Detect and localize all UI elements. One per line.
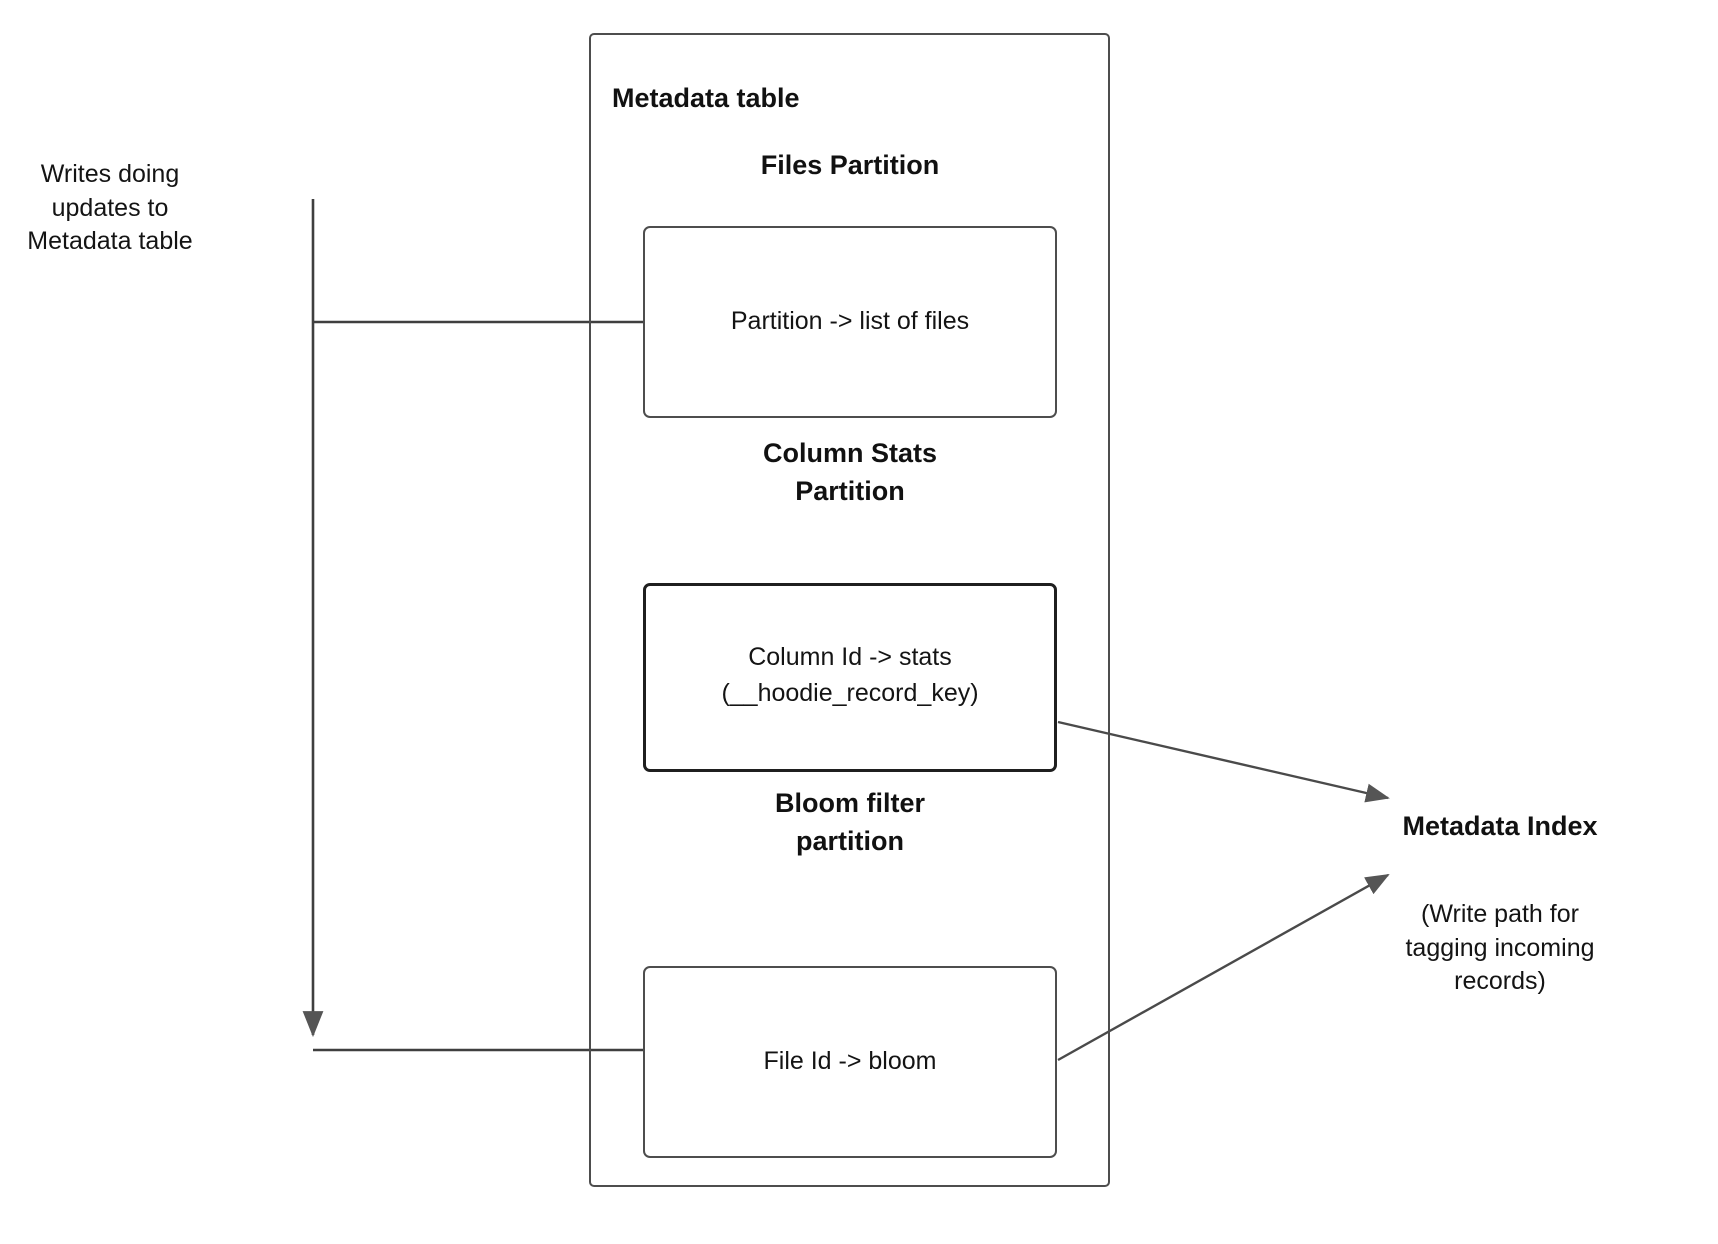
column-stats-partition-heading: Column Stats Partition <box>762 438 937 507</box>
metadata-index-title: Metadata Index <box>1402 811 1598 841</box>
metadata-index-note: (Write path for tagging incoming records… <box>1405 900 1595 995</box>
writes-updates-caption: Writes doing updates to Metadata table <box>27 160 193 255</box>
metadata-table-title: Metadata table <box>612 83 800 113</box>
column-stats-partition-box-text: Column Id -> stats (__hoodie_record_key) <box>721 643 979 707</box>
bloom-filter-partition-heading: Bloom filter partition <box>774 788 925 857</box>
bloom-filter-partition-box: File Id -> bloom <box>643 966 1057 1158</box>
column-stats-partition-box: Column Id -> stats (__hoodie_record_key) <box>643 583 1057 772</box>
bloom-filter-partition-box-text: File Id -> bloom <box>763 1047 937 1076</box>
metadata-table-container <box>589 33 1110 1187</box>
files-partition-heading: Files Partition <box>760 150 940 180</box>
files-partition-box-text: Partition -> list of files <box>730 307 970 336</box>
files-partition-box: Partition -> list of files <box>643 226 1057 418</box>
